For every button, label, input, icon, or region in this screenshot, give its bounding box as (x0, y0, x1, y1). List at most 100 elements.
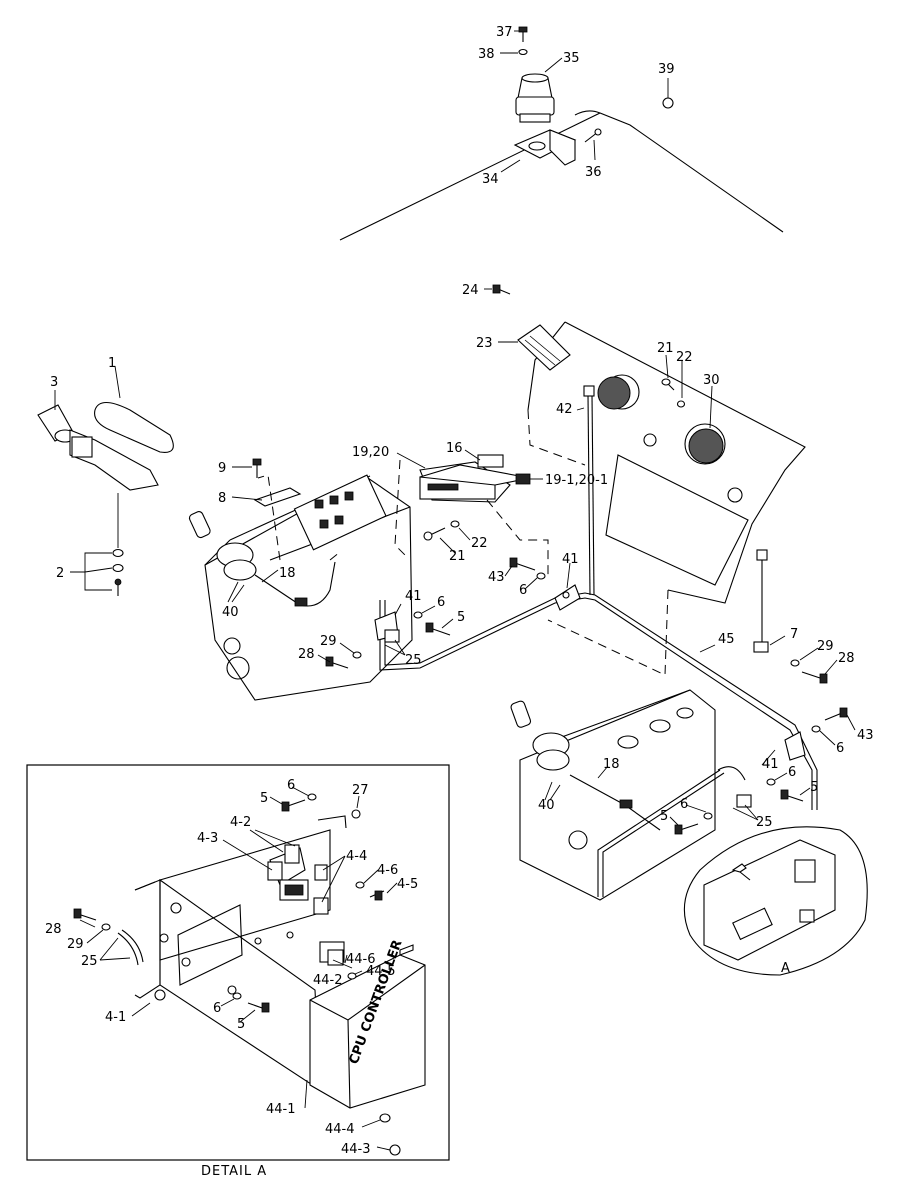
joystick-right (510, 700, 570, 771)
detail-callout-6-bottom: 6 (213, 1001, 221, 1016)
washer-38 (518, 48, 528, 56)
callout-35: 35 (563, 51, 580, 66)
bolt-28-a (325, 656, 349, 669)
callout-1: 1 (108, 356, 116, 371)
detail-washer-44-6 (347, 972, 357, 980)
bracket-41-c (784, 731, 806, 761)
washer-6-a (536, 572, 546, 580)
relay-25-b (736, 794, 752, 808)
bolt-36 (584, 128, 602, 143)
detail-bolt-4-5 (369, 890, 385, 901)
callout-3: 3 (50, 375, 58, 390)
callout-22-radio: 22 (471, 536, 488, 551)
detail-nut-27 (351, 809, 361, 819)
screw-9 (252, 458, 262, 478)
cpu-controller-box: CPU CONTROLLER (309, 938, 426, 1109)
callout-42: 42 (556, 402, 573, 417)
callout-38: 38 (478, 47, 495, 62)
detail-callout-44-4: 44-4 (325, 1122, 355, 1137)
relay-25-a (384, 629, 400, 643)
cable-18-right (569, 774, 661, 831)
callout-41-c: 41 (762, 757, 779, 772)
callout-A: A (781, 961, 790, 976)
detail-callout-4-3: 4-3 (197, 831, 218, 846)
bolt-5-c (674, 823, 699, 835)
detail-callout-5-bottom: 5 (237, 1017, 245, 1032)
radio-unit (419, 454, 531, 503)
detail-callout-5-top: 5 (260, 791, 268, 806)
screw-21-radio (423, 527, 446, 541)
detail-callout-44-6: 44-6 (346, 952, 376, 967)
callout-9: 9 (218, 461, 226, 476)
callout-29-b: 29 (817, 639, 834, 654)
washer-6-e (703, 812, 713, 820)
callout-6-a: 6 (519, 583, 527, 598)
washer-29-a (352, 651, 362, 659)
detail-callout-44-1: 44-1 (266, 1102, 296, 1117)
callout-19-1-20-1: 19-1,20-1 (545, 473, 608, 488)
washer-29-b (790, 659, 800, 667)
label-8 (253, 487, 302, 507)
callout-8: 8 (218, 491, 226, 506)
callout-25-b: 25 (756, 815, 773, 830)
rear-panel (527, 321, 806, 676)
callout-5-a: 5 (457, 610, 465, 625)
callout-43-top: 43 (488, 570, 505, 585)
callout-21-radio: 21 (449, 549, 466, 564)
callout-6-c: 6 (836, 741, 844, 756)
callout-25-a: 25 (405, 653, 422, 668)
beacon-lamp (515, 73, 555, 123)
callout-45: 45 (718, 632, 735, 647)
detail-callout-29: 29 (67, 937, 84, 952)
detail-callout-4-6: 4-6 (377, 863, 398, 878)
callout-22-top: 22 (676, 350, 693, 365)
callout-18-right: 18 (603, 757, 620, 772)
clip-7 (753, 641, 769, 653)
callout-5-c: 5 (660, 809, 668, 824)
screw-37 (518, 26, 528, 42)
callout-29-a: 29 (320, 634, 337, 649)
block-4-3 (279, 879, 309, 901)
cab-roof (339, 110, 784, 241)
bolt-43-top (509, 557, 536, 571)
callout-18-left: 18 (279, 566, 296, 581)
detail-caption: DETAIL A (201, 1164, 267, 1179)
detail-washer-44-4 (379, 1113, 391, 1123)
bolt-5-b (780, 789, 804, 802)
screw-21-top (661, 378, 675, 391)
grommet-39 (662, 97, 674, 109)
callout-36: 36 (585, 165, 602, 180)
relay-4-4 (313, 864, 329, 915)
callout-24: 24 (462, 283, 479, 298)
callout-19-20: 19,20 (352, 445, 389, 460)
dash-lead-9 (257, 474, 281, 561)
detail-bolt-5-bottom (247, 1002, 270, 1013)
joystick-left (188, 511, 257, 581)
relay-44-2 (319, 941, 345, 966)
callout-labels: 37 38 35 39 34 36 24 23 21 22 30 42 1 3 … (45, 25, 874, 1157)
callout-7: 7 (790, 627, 798, 642)
detail-callout-4-4: 4-4 (346, 849, 367, 864)
washer-6-b (413, 611, 423, 619)
handle-1 (94, 401, 174, 453)
leader-lines (54, 30, 856, 1151)
detail-callout-6-top: 6 (287, 778, 295, 793)
detail-bolt-28 (73, 908, 97, 921)
callout-40-left: 40 (222, 605, 239, 620)
callout-16: 16 (446, 441, 463, 456)
washer-22-radio (450, 520, 460, 528)
callout-34: 34 (482, 172, 499, 187)
callout-37: 37 (496, 25, 513, 40)
relay-4-2 (267, 844, 306, 886)
dash-lead-console (394, 459, 406, 556)
callout-23: 23 (476, 336, 493, 351)
detail-callout-4-1: 4-1 (105, 1010, 126, 1025)
detail-washer-29 (101, 923, 111, 931)
callout-28-a: 28 (298, 647, 315, 662)
lamp-23 (517, 324, 571, 371)
beacon-bracket (513, 129, 577, 166)
detail-washer-6-bottom (232, 992, 242, 1000)
detail-washer-4-6 (355, 881, 365, 889)
callout-21-top: 21 (657, 341, 674, 356)
